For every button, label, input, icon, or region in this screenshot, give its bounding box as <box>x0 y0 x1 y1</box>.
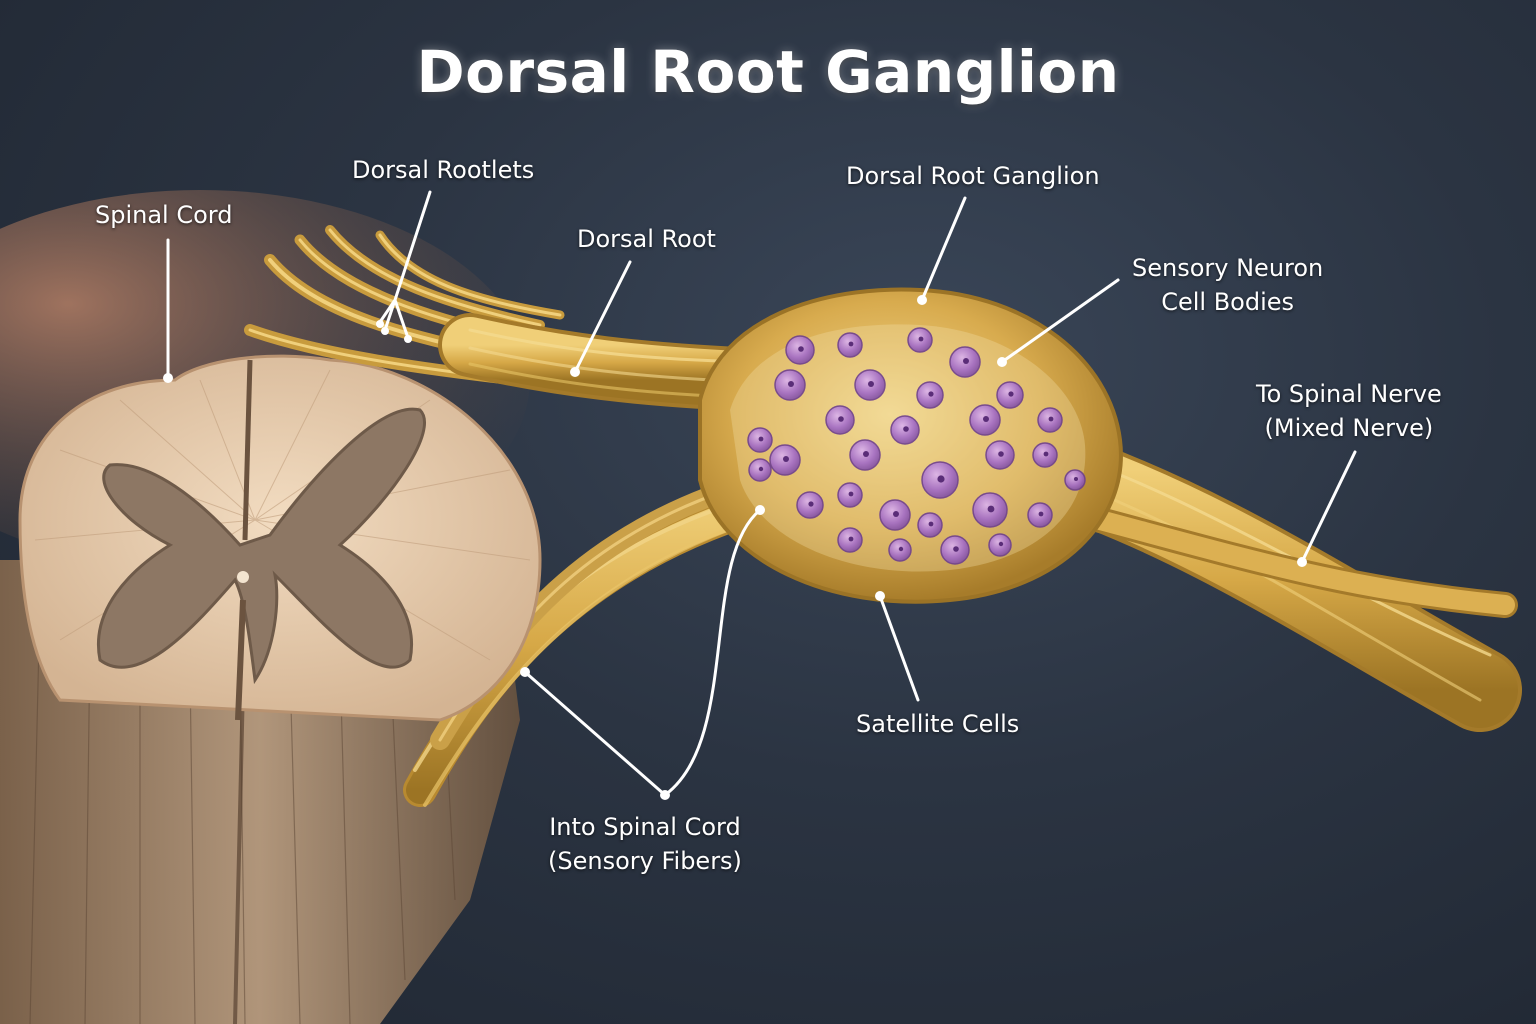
neuron-nucleus <box>998 541 1004 547</box>
neuron-nucleus <box>1008 391 1014 397</box>
neuron-nucleus <box>928 391 934 397</box>
neuron-nucleus <box>848 341 854 347</box>
neuron-nucleus <box>758 436 764 442</box>
label-dorsal-root-ganglion-text: Dorsal Root Ganglion <box>846 162 1100 190</box>
neuron-nucleus <box>1038 511 1044 517</box>
neuron-nucleus <box>798 346 804 352</box>
leader-into-cord <box>523 508 762 797</box>
neuron-nucleus <box>788 381 794 387</box>
neuron-nucleus <box>998 451 1004 457</box>
leader-sensory-neuron <box>1000 278 1120 364</box>
leader-spinal-nerve <box>1300 450 1357 564</box>
neuron-nucleus <box>868 381 874 387</box>
leader-dorsal-root <box>573 260 632 374</box>
leader-endpoints <box>163 295 1307 800</box>
neuron-nucleus <box>983 416 989 422</box>
neuron-nucleus <box>987 505 995 513</box>
label-dorsal-root-text: Dorsal Root <box>577 225 716 253</box>
neuron-nucleus <box>838 416 844 422</box>
spinal-nerve <box>1008 428 1522 732</box>
label-dorsal-rootlets: Dorsal Rootlets <box>352 153 534 187</box>
leader-satellite-cells <box>878 594 920 702</box>
neuron-nucleus <box>848 536 854 542</box>
neuron-nucleus <box>953 546 959 552</box>
leader-lines <box>166 190 1357 797</box>
label-spinal-nerve-line-1: To Spinal Nerve <box>1256 380 1442 408</box>
neuron-nucleus <box>863 451 869 457</box>
label-to-spinal-nerve: To Spinal Nerve (Mixed Nerve) <box>1256 377 1442 445</box>
neuron-nucleus <box>1043 451 1049 457</box>
label-dorsal-root-ganglion: Dorsal Root Ganglion <box>846 159 1100 193</box>
neuron-nucleus <box>808 501 814 507</box>
label-sensory-neuron-line-2: Cell Bodies <box>1161 288 1295 316</box>
label-dorsal-rootlets-text: Dorsal Rootlets <box>352 156 535 184</box>
spinal-cord-cross-section <box>18 354 542 722</box>
label-spinal-cord-text: Spinal Cord <box>95 201 233 229</box>
label-spinal-nerve-line-2: (Mixed Nerve) <box>1264 414 1434 442</box>
neuron-nucleus <box>1048 416 1054 422</box>
label-into-spinal-cord: Into Spinal Cord (Sensory Fibers) <box>548 810 742 878</box>
neuron-nucleus <box>918 336 924 342</box>
diagram-title: Dorsal Root Ganglion <box>416 38 1120 106</box>
neuron-nucleus <box>903 426 909 432</box>
gray-matter <box>97 407 426 685</box>
neuron-nucleus <box>937 475 945 483</box>
leader-ganglion <box>920 196 967 302</box>
label-sensory-neuron-cell-bodies: Sensory Neuron Cell Bodies <box>1132 251 1323 319</box>
neuron-nucleus <box>963 358 969 364</box>
leader-dorsal-rootlets <box>378 190 432 340</box>
label-into-cord-line-2: (Sensory Fibers) <box>548 847 742 875</box>
label-satellite-cells-text: Satellite Cells <box>856 710 1020 738</box>
neuron-nucleus <box>848 491 854 497</box>
label-sensory-neuron-line-1: Sensory Neuron <box>1132 254 1324 282</box>
neuron-nucleus <box>928 521 934 527</box>
label-spinal-cord: Spinal Cord <box>95 198 232 232</box>
label-dorsal-root: Dorsal Root <box>577 222 716 256</box>
neuron-nucleus <box>893 511 899 517</box>
label-into-cord-line-1: Into Spinal Cord <box>549 813 741 841</box>
sensory-neuron-cell-bodies <box>747 327 1086 565</box>
neuron-nucleus <box>898 546 904 552</box>
neuron-nucleus <box>1074 477 1078 481</box>
label-satellite-cells: Satellite Cells <box>856 707 1019 741</box>
neuron-nucleus <box>783 456 789 462</box>
neuron-nucleus <box>758 466 764 472</box>
